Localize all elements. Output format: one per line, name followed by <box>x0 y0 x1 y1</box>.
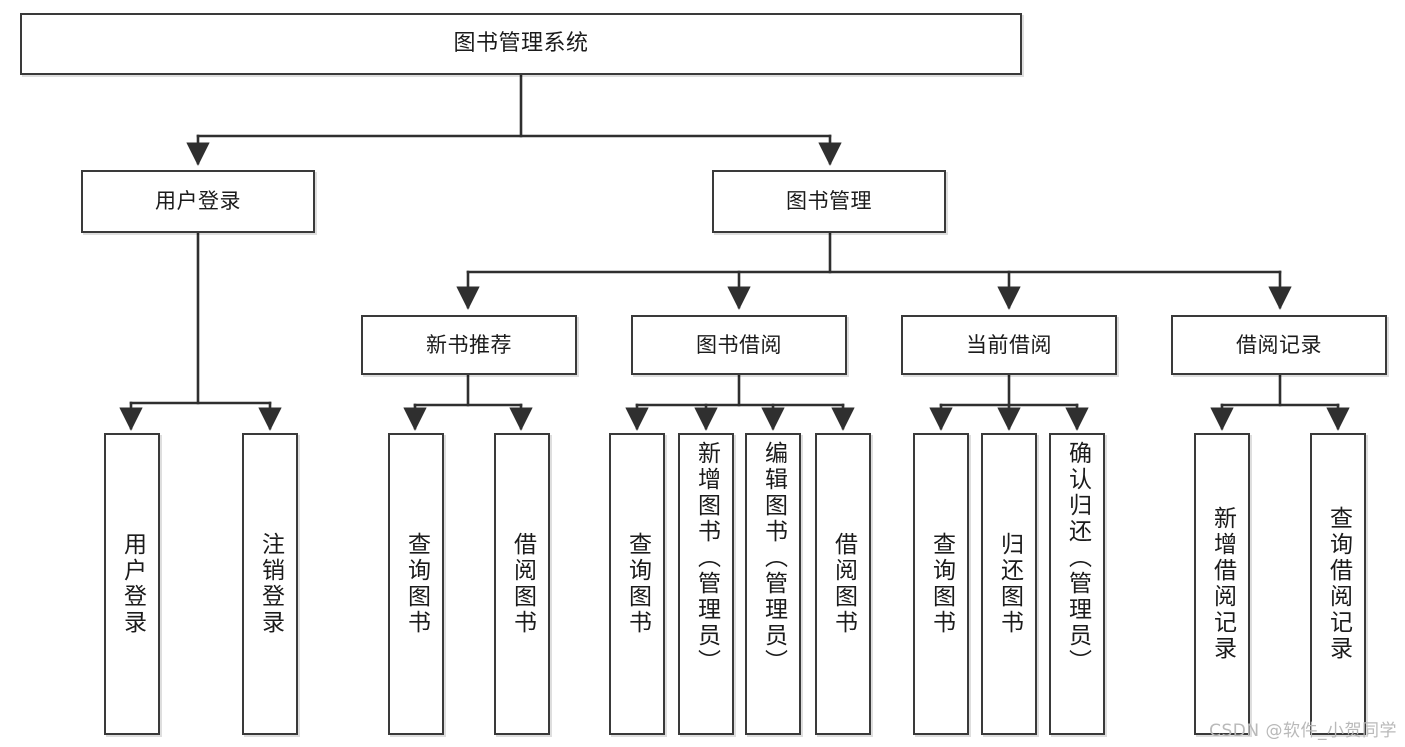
node-label: 新增图书（管理员） <box>693 441 720 675</box>
leaf-book-borrow-add-admin[interactable]: 新增图书（管理员） <box>678 433 734 735</box>
leaf-book-borrow-borrow[interactable]: 借阅图书 <box>815 433 871 735</box>
node-root-book-management-system[interactable]: 图书管理系统 <box>20 13 1022 75</box>
node-label: 借阅记录 <box>1236 332 1322 357</box>
node-user-login[interactable]: 用户登录 <box>81 170 315 233</box>
leaf-current-borrow-confirm-admin[interactable]: 确认归还（管理员） <box>1049 433 1105 735</box>
node-label: 查询借阅记录 <box>1325 506 1352 662</box>
node-label: 查询图书 <box>928 532 955 636</box>
node-label: 查询图书 <box>403 532 430 636</box>
node-label: 借阅图书 <box>830 532 857 636</box>
leaf-user-login-signout[interactable]: 注销登录 <box>242 433 298 735</box>
node-label: 确认归还（管理员） <box>1064 441 1091 675</box>
node-borrowing-record[interactable]: 借阅记录 <box>1171 315 1387 375</box>
node-label: 借阅图书 <box>509 532 536 636</box>
node-label: 查询图书 <box>624 532 651 636</box>
node-label: 图书管理系统 <box>453 31 589 57</box>
node-label: 图书借阅 <box>696 332 782 357</box>
node-book-management[interactable]: 图书管理 <box>712 170 946 233</box>
leaf-borrow-record-add[interactable]: 新增借阅记录 <box>1194 433 1250 735</box>
node-book-borrowing[interactable]: 图书借阅 <box>631 315 847 375</box>
leaf-book-borrow-edit-admin[interactable]: 编辑图书（管理员） <box>745 433 801 735</box>
node-label: 用户登录 <box>155 189 241 214</box>
node-label: 当前借阅 <box>966 332 1052 357</box>
leaf-current-borrow-return[interactable]: 归还图书 <box>981 433 1037 735</box>
node-current-borrowing[interactable]: 当前借阅 <box>901 315 1117 375</box>
leaf-new-book-borrow[interactable]: 借阅图书 <box>494 433 550 735</box>
leaf-current-borrow-query[interactable]: 查询图书 <box>913 433 969 735</box>
node-label: 归还图书 <box>996 532 1023 636</box>
node-label: 图书管理 <box>786 189 872 214</box>
leaf-user-login-signin[interactable]: 用户登录 <box>104 433 160 735</box>
node-label: 注销登录 <box>257 532 284 636</box>
node-label: 新增借阅记录 <box>1209 506 1236 662</box>
leaf-borrow-record-query[interactable]: 查询借阅记录 <box>1310 433 1366 735</box>
leaf-book-borrow-query[interactable]: 查询图书 <box>609 433 665 735</box>
node-label: 新书推荐 <box>426 332 512 357</box>
node-label: 编辑图书（管理员） <box>760 441 787 675</box>
leaf-new-book-query[interactable]: 查询图书 <box>388 433 444 735</box>
node-new-book-recommendation[interactable]: 新书推荐 <box>361 315 577 375</box>
node-label: 用户登录 <box>119 532 146 636</box>
